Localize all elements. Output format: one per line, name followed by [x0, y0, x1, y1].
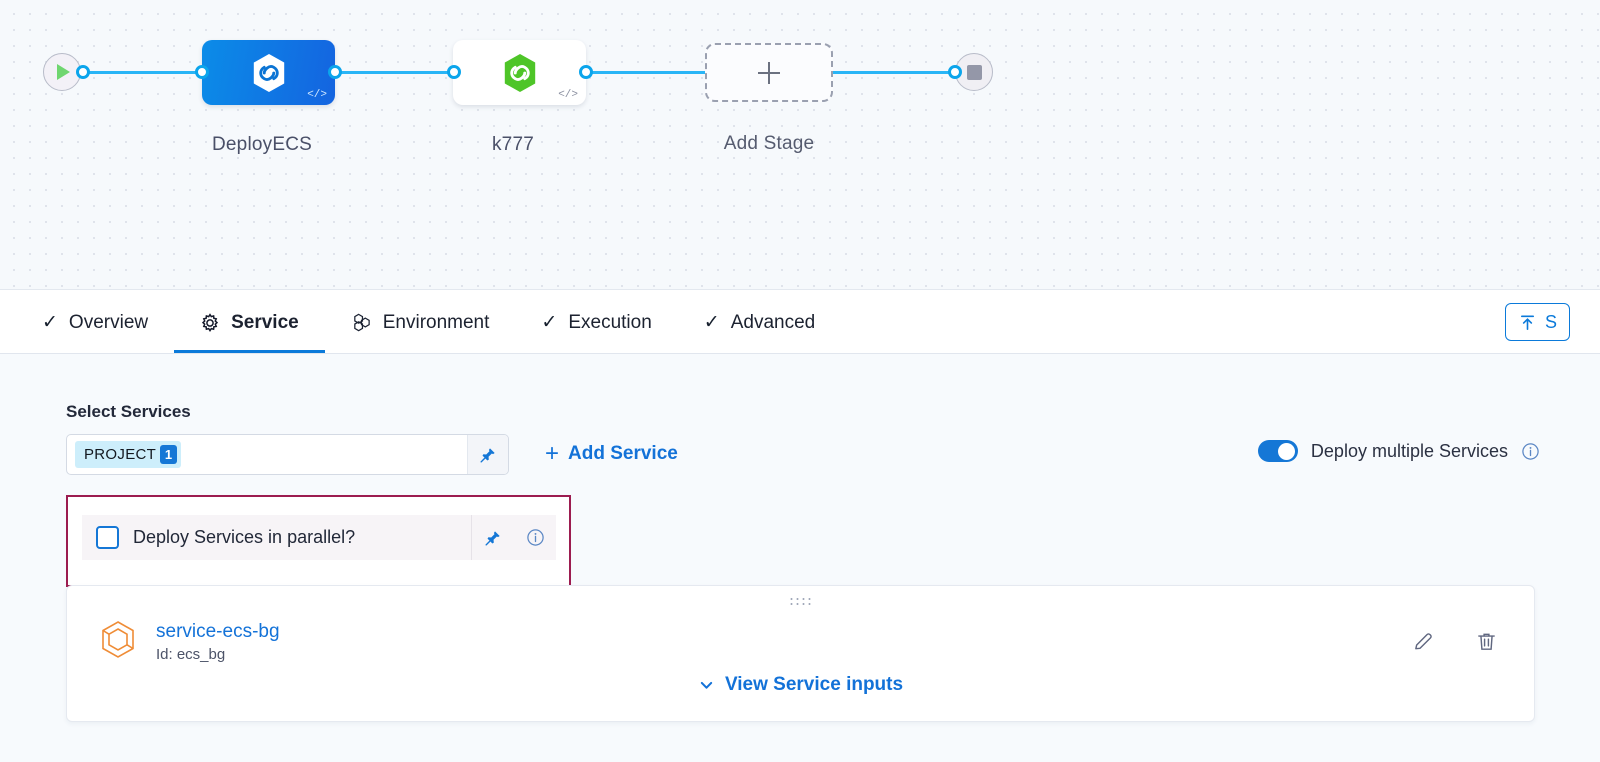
- pipeline-canvas[interactable]: </> </> DeployECS k777 Add Stage: [0, 0, 1600, 290]
- edge-stage1-to-stage2: [327, 71, 467, 74]
- save-as-template-button[interactable]: S: [1505, 303, 1571, 341]
- chevron-down-icon: [700, 681, 713, 689]
- services-pin-button[interactable]: [467, 435, 508, 474]
- services-multiselect-field[interactable]: PROJECT 1: [67, 435, 467, 474]
- tab-label: Execution: [568, 311, 652, 333]
- add-stage-label[interactable]: Add Stage: [723, 133, 815, 154]
- add-service-button[interactable]: + Add Service: [545, 442, 678, 466]
- pencil-icon: [1415, 633, 1432, 650]
- tab-execution[interactable]: ✓ Execution: [515, 292, 677, 353]
- port-stage1-out[interactable]: [328, 65, 342, 79]
- view-service-inputs-button[interactable]: View Service inputs: [67, 674, 1534, 696]
- deploy-parallel-label: Deploy Services in parallel?: [133, 527, 356, 547]
- edge-stage2-to-addstage: [578, 71, 718, 74]
- port-stage2-out[interactable]: [579, 65, 593, 79]
- stage-config-tabbar: ✓ Overview Service Environment: [0, 290, 1600, 354]
- plus-icon: +: [545, 440, 560, 467]
- service-id-text: Id: ecs_bg: [156, 646, 226, 663]
- add-service-label: Add Service: [568, 443, 678, 464]
- deploy-multiple-services-label: Deploy multiple Services: [1310, 440, 1508, 461]
- deploy-multiple-services-toggle[interactable]: [1257, 440, 1298, 462]
- harness-hexagon-icon: [504, 53, 535, 92]
- deploy-multiple-services-row[interactable]: Deploy multiple Services: [1257, 440, 1540, 462]
- trash-icon: [1478, 633, 1495, 650]
- tab-label: Advanced: [730, 311, 816, 333]
- pin-icon: [480, 447, 495, 463]
- service-card-main: service-ecs-bg Id: ecs_bg: [98, 619, 280, 663]
- deploy-parallel-pin-button[interactable]: [471, 515, 514, 560]
- service-card-actions: [1412, 630, 1498, 653]
- tab-environment[interactable]: Environment: [325, 292, 516, 353]
- check-icon: ✓: [703, 312, 720, 333]
- delete-service-button[interactable]: [1475, 630, 1498, 653]
- deploy-parallel-highlight-box: Deploy Services in parallel?: [66, 495, 571, 587]
- service-card: service-ecs-bg Id: ecs_bg: [66, 585, 1535, 722]
- tab-overview[interactable]: ✓ Overview: [16, 292, 174, 353]
- info-icon[interactable]: [1521, 442, 1540, 461]
- tab-label: Overview: [68, 311, 149, 333]
- play-icon: [57, 64, 70, 80]
- pin-icon: [485, 530, 500, 546]
- check-icon: ✓: [42, 312, 58, 333]
- port-end-in[interactable]: [948, 65, 962, 79]
- service-tab-panel: Select Services PROJECT 1 + Add Service: [0, 354, 1600, 762]
- stage-label-k777[interactable]: k777: [491, 134, 534, 155]
- drag-dots-icon[interactable]: [790, 598, 811, 605]
- harness-hexagon-icon: [253, 53, 284, 92]
- pipeline-end-node[interactable]: [955, 53, 993, 91]
- deploy-parallel-info-button[interactable]: [514, 528, 556, 547]
- port-stage1-in[interactable]: [195, 65, 209, 79]
- edge-addstage-to-end: [826, 71, 966, 74]
- deploy-parallel-checkbox[interactable]: [96, 526, 119, 549]
- upload-icon: [1520, 315, 1535, 330]
- view-service-inputs-label: View Service inputs: [724, 674, 904, 695]
- selected-service-chip[interactable]: PROJECT 1: [75, 441, 182, 468]
- tab-service[interactable]: Service: [174, 292, 325, 353]
- check-icon: ✓: [541, 312, 558, 333]
- select-services-label: Select Services: [66, 402, 191, 421]
- share-button-label: S: [1545, 311, 1558, 332]
- stop-icon: [966, 64, 982, 80]
- stage-node-deployecs[interactable]: </>: [202, 40, 335, 105]
- stage-code-badge[interactable]: </>: [307, 89, 327, 101]
- tab-advanced[interactable]: ✓ Advanced: [678, 292, 841, 353]
- port-start-out[interactable]: [76, 65, 90, 79]
- gear-icon: [202, 312, 219, 332]
- chip-count-badge: 1: [160, 445, 178, 464]
- tab-label: Service: [231, 311, 299, 333]
- edge-start-to-stage1: [84, 71, 214, 74]
- hexagons-icon: [353, 313, 370, 332]
- service-name-link[interactable]: service-ecs-bg: [156, 621, 280, 642]
- chip-label: PROJECT: [84, 446, 157, 463]
- stage-node-k777[interactable]: </>: [453, 40, 586, 105]
- deploy-parallel-row[interactable]: Deploy Services in parallel?: [82, 515, 556, 560]
- stage-label-deployecs[interactable]: DeployECS: [211, 134, 312, 155]
- edit-service-button[interactable]: [1412, 630, 1435, 653]
- service-cube-icon: [102, 621, 134, 658]
- pipeline-start-node[interactable]: [43, 53, 81, 91]
- info-icon: [526, 529, 544, 546]
- plus-icon-v: [768, 61, 770, 84]
- tab-label: Environment: [382, 311, 490, 333]
- services-multiselect[interactable]: PROJECT 1: [66, 434, 509, 475]
- port-stage2-in[interactable]: [447, 65, 461, 79]
- service-card-texts: service-ecs-bg Id: ecs_bg: [156, 619, 280, 663]
- stage-code-badge[interactable]: </>: [558, 89, 578, 101]
- toggle-knob: [1277, 442, 1295, 460]
- deploy-parallel-main[interactable]: Deploy Services in parallel?: [82, 526, 471, 549]
- add-stage-button[interactable]: [705, 43, 833, 102]
